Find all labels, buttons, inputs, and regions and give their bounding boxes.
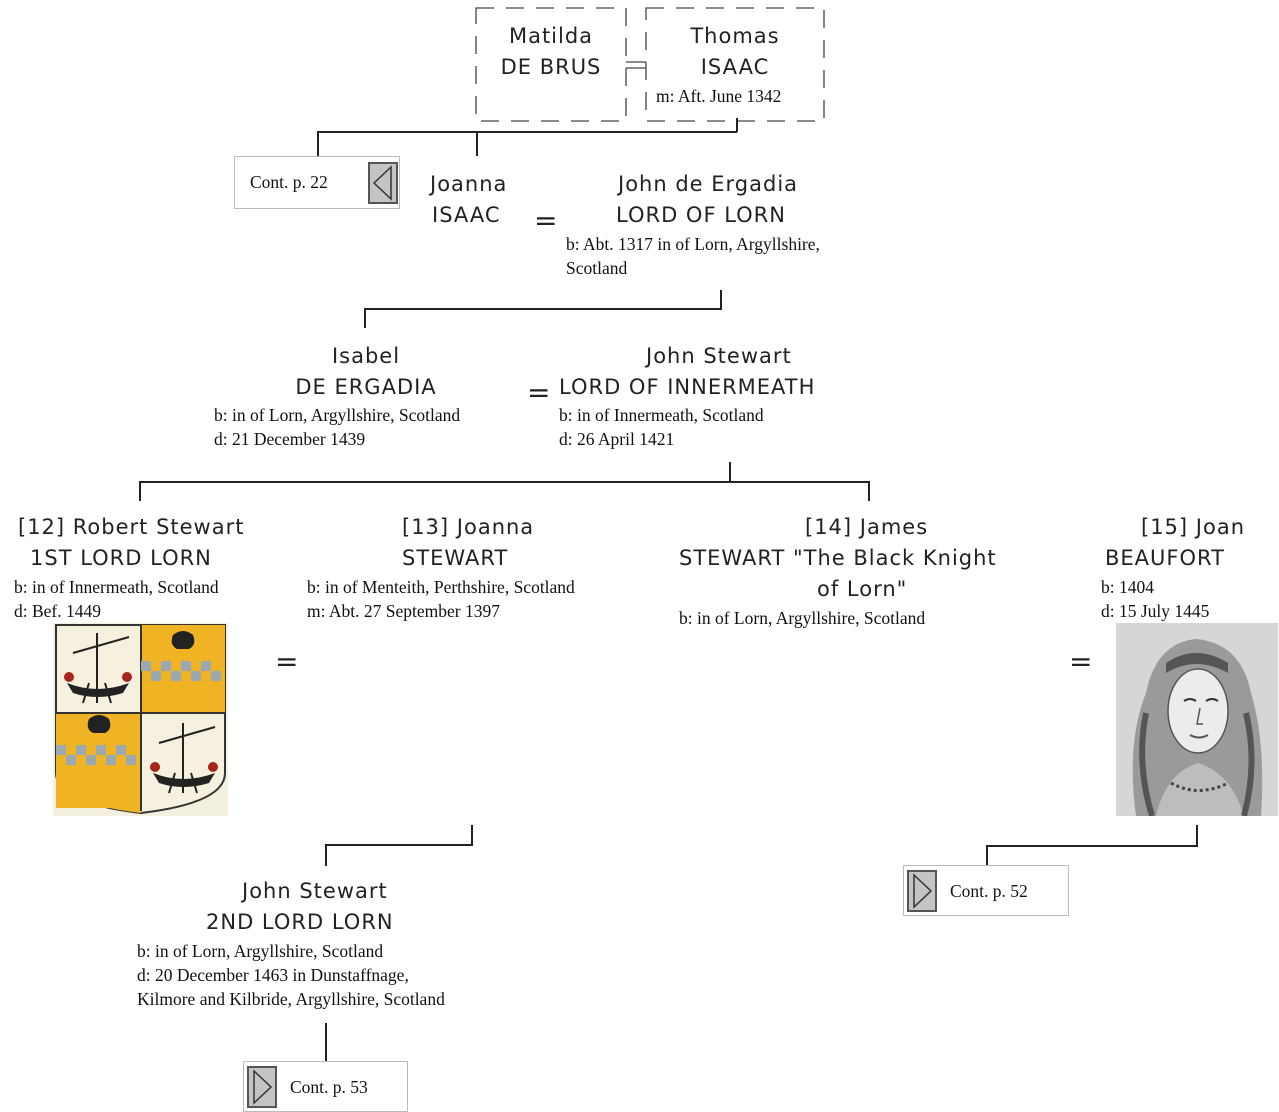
- marriage-symbol-gen3: =: [527, 376, 551, 409]
- matilda-given: Matilda: [508, 24, 594, 48]
- john-stewart-innermeath-surname: LORD OF INNERMEATH: [559, 375, 816, 399]
- p15-death: d: 15 July 1445: [1101, 601, 1210, 621]
- p14-surname-cont: of Lorn": [817, 577, 908, 601]
- arrow-right-icon: [247, 1066, 277, 1108]
- joanna-isaac-given: Joanna: [430, 172, 508, 196]
- isabel-given: Isabel: [331, 344, 401, 368]
- joan-beaufort-portrait-image: [1116, 623, 1278, 816]
- john-stewart-2nd-birth: b: in of Lorn, Argyllshire, Scotland: [137, 941, 384, 961]
- p13-surname: STEWART: [402, 546, 509, 570]
- john-stewart-2nd-given: John Stewart: [242, 879, 388, 903]
- marriage-symbol-14-15: =: [1069, 645, 1093, 678]
- cont-p22-link[interactable]: Cont. p. 22: [234, 156, 400, 209]
- isabel-death: d: 21 December 1439: [214, 429, 366, 449]
- coat-of-arms-image: [53, 623, 228, 816]
- joanna-isaac-surname: ISAAC: [432, 203, 501, 227]
- cont-p53-link[interactable]: Cont. p. 53: [243, 1061, 408, 1112]
- top-couple-boxes: [475, 7, 825, 122]
- p12-birth: b: in of Innermeath, Scotland: [14, 577, 219, 597]
- p12-surname: 1ST LORD LORN: [30, 546, 212, 570]
- john-stewart-2nd-death-cont: Kilmore and Kilbride, Argyllshire, Scotl…: [137, 989, 445, 1009]
- p13-marriage: m: Abt. 27 September 1397: [307, 601, 500, 621]
- john-de-ergadia-birth: b: Abt. 1317 in of Lorn, Argyllshire,: [566, 234, 820, 254]
- p12-death: d: Bef. 1449: [14, 601, 102, 621]
- john-de-ergadia-surname: LORD OF LORN: [616, 203, 786, 227]
- thomas-given: Thomas: [690, 24, 780, 48]
- marriage-symbol-12-13: =: [275, 645, 299, 678]
- arrow-left-icon: [368, 162, 398, 204]
- thomas-marriage: m: Aft. June 1342: [656, 86, 782, 106]
- john-de-ergadia-birth-cont: Scotland: [566, 258, 628, 278]
- marriage-symbol-gen2: =: [534, 204, 558, 237]
- isabel-birth: b: in of Lorn, Argyllshire, Scotland: [214, 405, 461, 425]
- cont-p52-label: Cont. p. 52: [950, 881, 1028, 901]
- p15-given: [15] Joan: [1141, 515, 1246, 539]
- p13-given: [13] Joanna: [402, 515, 535, 539]
- cont-p52-link[interactable]: Cont. p. 52: [903, 865, 1069, 916]
- p12-given: [12] Robert Stewart: [18, 515, 245, 539]
- p15-birth: b: 1404: [1101, 577, 1154, 597]
- john-stewart-innermeath-birth: b: in of Innermeath, Scotland: [559, 405, 764, 425]
- p15-surname: BEAUFORT: [1105, 546, 1225, 570]
- john-stewart-2nd-surname: 2ND LORD LORN: [206, 910, 394, 934]
- p13-birth: b: in of Menteith, Perthshire, Scotland: [307, 577, 575, 597]
- matilda-surname: DE BRUS: [500, 55, 602, 79]
- isabel-surname: DE ERGADIA: [295, 375, 437, 399]
- p14-surname: STEWART "The Black Knight: [679, 546, 997, 570]
- john-stewart-innermeath-death: d: 26 April 1421: [559, 429, 675, 449]
- john-stewart-innermeath-given: John Stewart: [646, 344, 792, 368]
- p14-birth: b: in of Lorn, Argyllshire, Scotland: [679, 608, 926, 628]
- john-de-ergadia-given: John de Ergadia: [618, 172, 799, 196]
- arrow-right-icon: [907, 870, 937, 912]
- cont-p22-label: Cont. p. 22: [250, 172, 328, 192]
- thomas-surname: ISAAC: [700, 55, 770, 79]
- john-stewart-2nd-death: d: 20 December 1463 in Dunstaffnage,: [137, 965, 409, 985]
- p14-given: [14] James: [805, 515, 929, 539]
- cont-p53-label: Cont. p. 53: [290, 1077, 368, 1097]
